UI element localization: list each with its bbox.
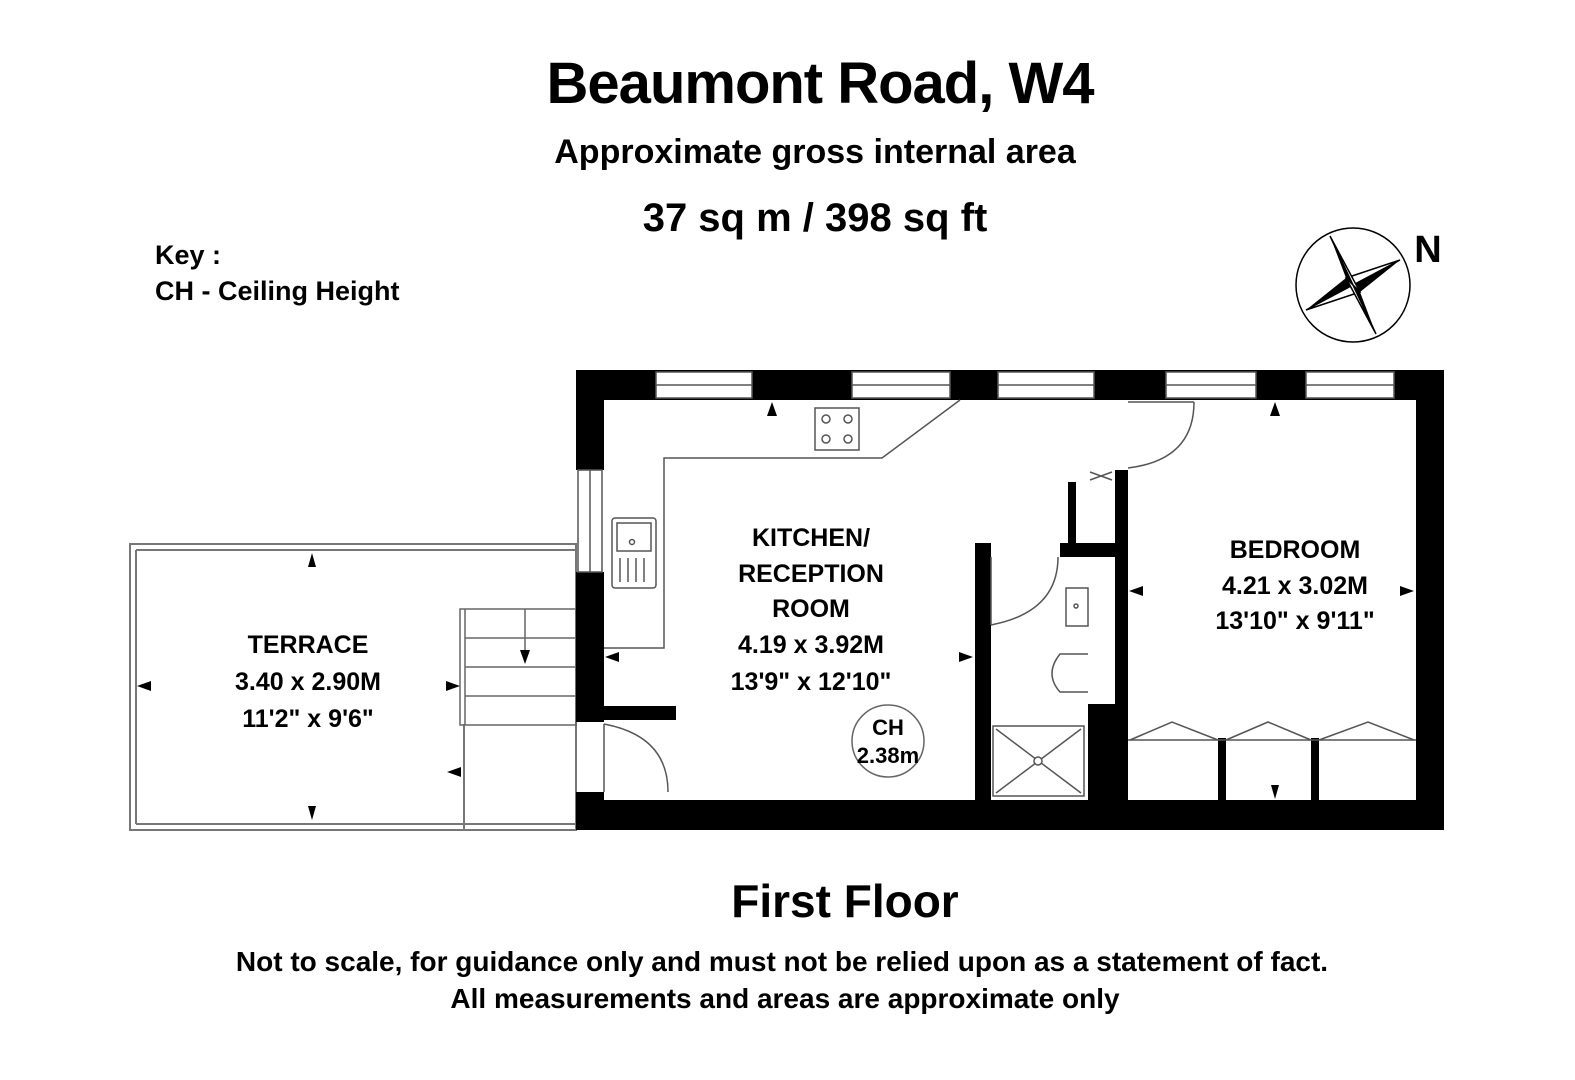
bathroom-fixtures [992, 471, 1113, 797]
kitchen-name-line3: ROOM [772, 595, 850, 623]
disclaimer-line-1: Not to scale, for guidance only and must… [235, 946, 1329, 977]
gross-area: 37 sq m / 398 sq ft [642, 196, 988, 240]
kitchen-imperial: 13'9" x 12'10" [731, 668, 892, 696]
kitchen-name-line1: KITCHEN/ [752, 524, 870, 552]
key-item-ceiling-height: CH - Ceiling Height [155, 276, 400, 306]
kitchen-name-line2: RECEPTION [738, 560, 884, 588]
windows [577, 371, 1395, 573]
wardrobes [1128, 721, 1416, 741]
bedroom-imperial: 13'10" x 9'11" [1215, 607, 1374, 635]
walls [576, 370, 1444, 830]
terrace-metric: 3.40 x 2.90M [235, 668, 381, 696]
page-title: Beaumont Road, W4 [546, 51, 1095, 116]
compass-north-label: N [1414, 229, 1441, 271]
ceiling-height-label: CH [872, 715, 904, 740]
floor-name: First Floor [731, 875, 959, 927]
bedroom-name: BEDROOM [1230, 536, 1361, 564]
disclaimer-line-2: All measurements and areas are approxima… [450, 983, 1120, 1014]
bedroom-metric: 4.21 x 3.02M [1222, 572, 1368, 600]
kitchen-counter [604, 399, 961, 649]
compass-rose-icon [1295, 227, 1411, 343]
ceiling-height-marker [851, 704, 925, 778]
terrace-outline [129, 543, 577, 831]
doors [603, 401, 1195, 793]
area-subtitle: Approximate gross internal area [554, 133, 1076, 171]
terrace-name: TERRACE [248, 631, 369, 659]
ceiling-height-value: 2.38m [857, 743, 919, 768]
kitchen-metric: 4.19 x 3.92M [738, 631, 884, 659]
key-title: Key : [155, 240, 222, 270]
terrace-imperial: 11'2" x 9'6" [242, 705, 374, 733]
stair-arrow-icon [520, 650, 530, 664]
dimension-arrows [137, 402, 1414, 820]
staircase [459, 608, 577, 726]
